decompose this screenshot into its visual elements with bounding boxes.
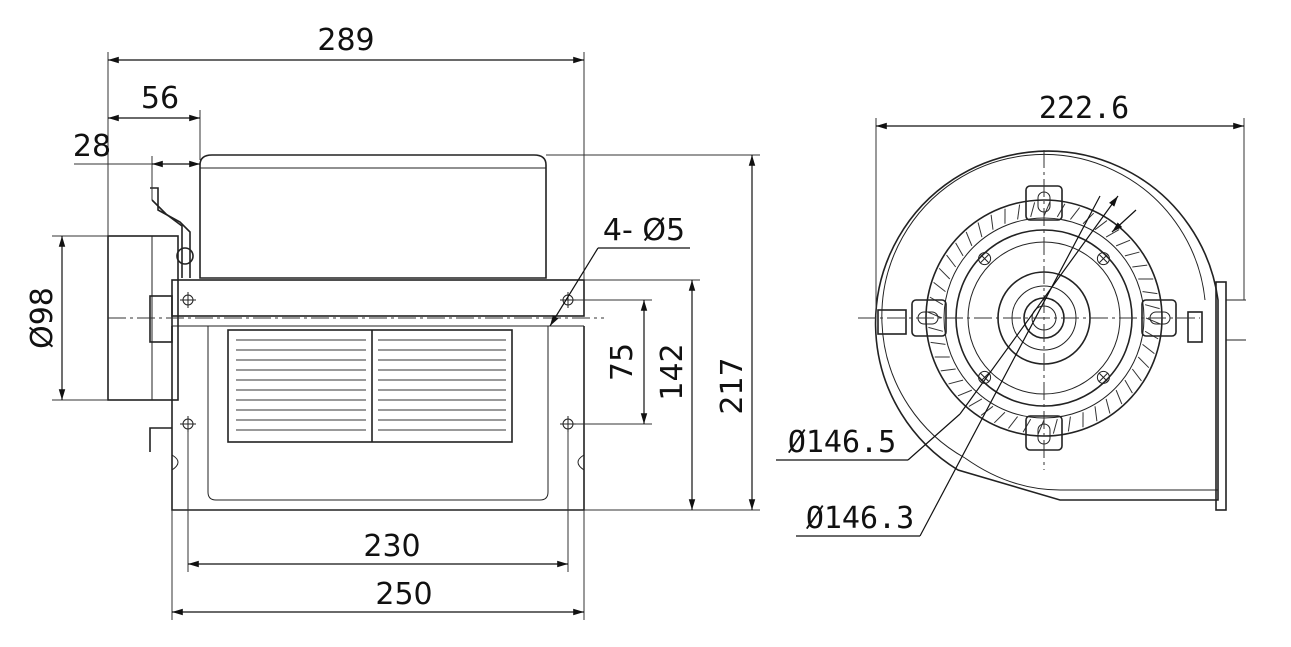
screw-head	[1096, 370, 1110, 384]
motor-screws	[978, 252, 1110, 384]
dim-diameter-a: Ø146.5	[788, 425, 896, 460]
radial-blade	[1137, 356, 1150, 369]
radial-blade	[1070, 207, 1080, 220]
slot-left	[171, 454, 179, 471]
radial-blade	[1094, 220, 1108, 231]
leader-146-3	[919, 195, 1101, 537]
dim-base-width: 250	[375, 577, 432, 612]
dim-flange-offset: 28	[73, 129, 111, 164]
radial-blade	[1124, 379, 1133, 394]
screw-slot	[980, 254, 989, 263]
dim-motor-diameter: Ø98	[25, 287, 60, 349]
scroll-housing-inner	[881, 154, 1206, 459]
outlet-plate	[171, 279, 585, 317]
radial-blade	[1094, 406, 1098, 422]
radial-blade	[927, 311, 943, 319]
radial-blade	[1115, 389, 1123, 405]
mounting-holes	[180, 292, 576, 432]
radial-blade	[940, 368, 956, 372]
dim-diameter-b: Ø146.3	[806, 501, 914, 536]
radial-blade	[1043, 201, 1051, 217]
impeller-blades	[236, 339, 506, 431]
radial-blade	[1056, 203, 1066, 218]
dim-total-height: 217	[715, 357, 750, 414]
leader-holes	[549, 247, 599, 327]
radial-blade	[977, 222, 983, 238]
radial-blade	[993, 411, 1006, 424]
motor-shaft-hub	[149, 295, 173, 343]
screw-slot	[980, 373, 989, 382]
screw-slot	[1099, 254, 1108, 263]
radial-blade	[1132, 264, 1148, 268]
radial-blade	[1131, 368, 1142, 382]
dim-motor-offset: 56	[141, 81, 179, 116]
left-clip	[877, 309, 907, 335]
radial-blade	[948, 379, 964, 385]
radial-blade	[1022, 418, 1032, 433]
radial-blade	[1017, 204, 1021, 220]
dim-hole-spacing-h: 230	[363, 529, 420, 564]
dim-holes: 4- Ø5	[603, 213, 685, 248]
radial-blade	[1142, 291, 1158, 295]
scroll-outlet-curve	[964, 457, 1218, 491]
screw-slot	[1099, 373, 1108, 382]
radial-blade	[928, 326, 944, 332]
radial-blade	[1144, 330, 1159, 340]
impeller-wheel	[227, 329, 513, 443]
radial-blade	[955, 242, 964, 257]
radial-blade	[990, 214, 994, 230]
radial-blade	[1030, 202, 1036, 218]
radial-blade	[1067, 416, 1071, 432]
radial-blade	[946, 254, 957, 268]
leader-146-3-tip	[1111, 209, 1137, 233]
radial-blade	[965, 231, 973, 247]
radial-blade	[957, 389, 973, 397]
bracket-bottom	[149, 427, 172, 452]
radial-blade	[1052, 418, 1058, 434]
motor-housing	[199, 154, 547, 279]
dim-width: 222.6	[1039, 91, 1129, 126]
radial-blade	[1105, 398, 1111, 414]
slot-right	[577, 454, 585, 471]
radial-blade	[1124, 251, 1140, 257]
screw-head	[978, 252, 992, 266]
outlet-flange	[1215, 281, 1227, 511]
fan-scroll	[207, 326, 549, 501]
screw-head	[978, 370, 992, 384]
bracket-top-inner	[151, 199, 183, 278]
dim-overall-length: 289	[317, 23, 374, 58]
right-clip	[1187, 311, 1203, 343]
radial-blade	[1142, 344, 1155, 354]
radial-blade	[929, 296, 944, 306]
dim-outlet-height: 142	[655, 343, 690, 400]
front-view: 222.6 Ø146.5 Ø146.3	[776, 91, 1246, 537]
radial-blade	[1008, 416, 1018, 429]
radial-blade	[1145, 317, 1161, 325]
leader-146-5-mid	[907, 413, 961, 461]
scroll-housing	[874, 150, 1219, 501]
impeller-radial-blades	[927, 201, 1161, 435]
radial-blade	[933, 282, 946, 292]
radial-blade	[968, 398, 983, 407]
leader-146-5	[959, 195, 1119, 415]
radial-blade	[1144, 304, 1160, 310]
radial-blade	[1115, 239, 1131, 247]
side-view: 289 56 28 Ø98 4- Ø5 75 142 217	[25, 23, 760, 620]
radial-blade	[938, 267, 951, 280]
fan-housing	[171, 326, 585, 511]
dim-hole-spacing-v: 75	[605, 343, 640, 381]
radial-blade	[980, 405, 994, 416]
radial-blade	[1037, 419, 1045, 435]
radial-blade	[930, 341, 946, 345]
screw-head	[1096, 252, 1110, 266]
bracket-bolt	[176, 247, 194, 265]
